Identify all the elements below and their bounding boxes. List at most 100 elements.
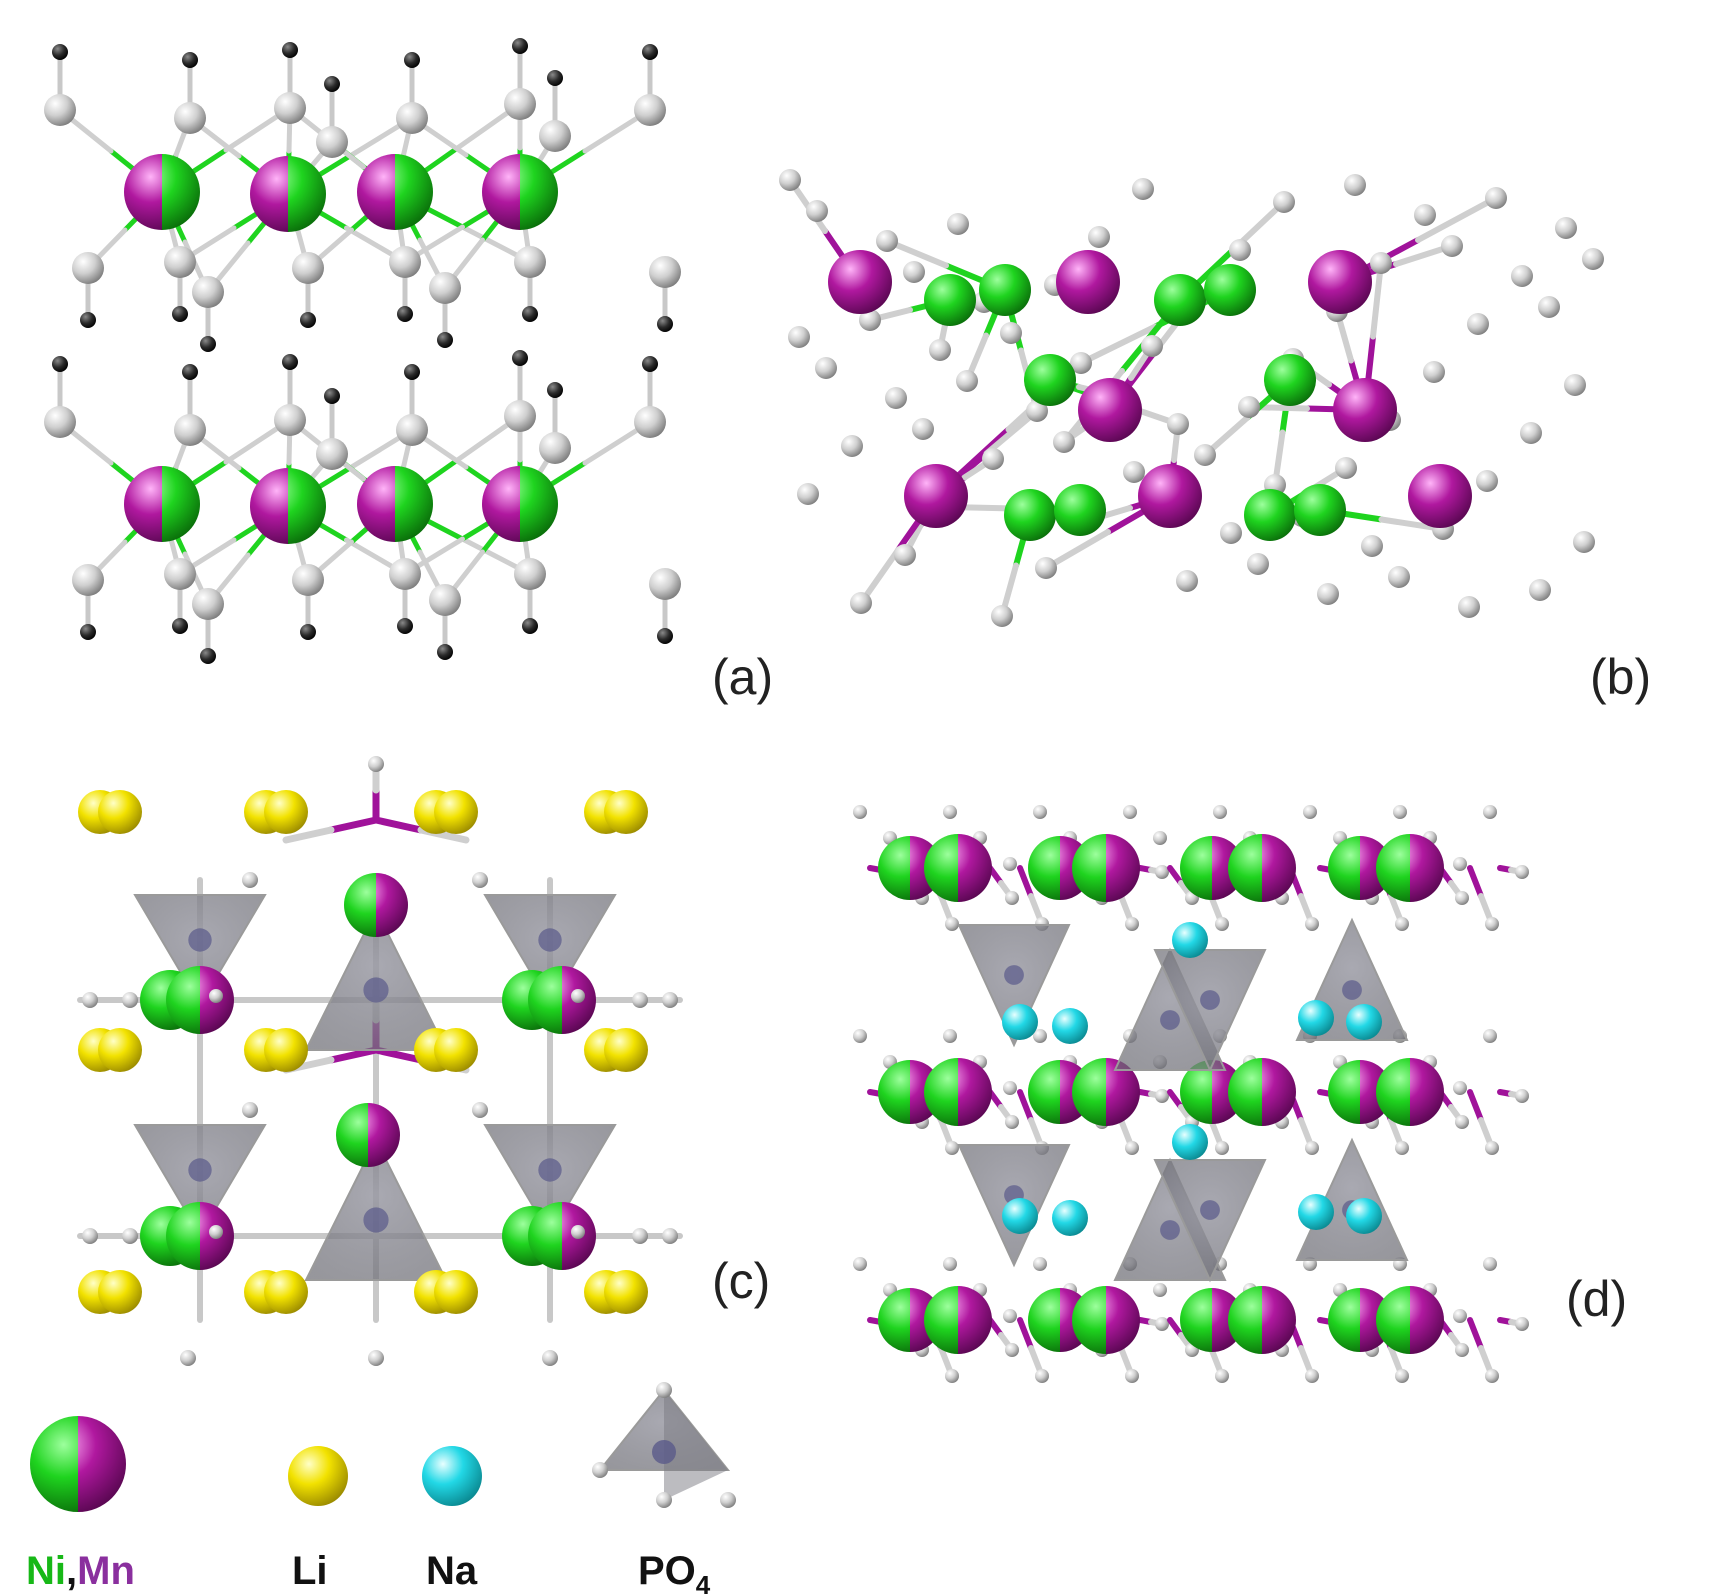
phosphorus-atom [538,928,562,952]
mn-half [1262,834,1296,902]
tetrahedron-face [957,924,1071,1048]
oxygen-atom [82,1228,98,1244]
bond [1370,260,1384,340]
oxygen-atom [634,406,666,438]
tetrahedron-face [1153,1159,1267,1283]
legend-na-label: Na [426,1549,478,1593]
ni-atom [1154,274,1206,326]
ni-half [1376,834,1410,902]
oxygen-atom [242,872,258,888]
po4-tetrahedron [133,894,267,1007]
li-atom [604,790,648,834]
po4-tetrahedron [1153,1159,1267,1283]
oxygen-atom [956,370,978,392]
oxygen-atom [1213,805,1227,819]
ni-mn-atom [30,1416,126,1512]
oxygen-atom [1176,570,1198,592]
ni-half [166,1202,200,1270]
mn-atom [1333,378,1397,442]
hydrogen-atom [397,306,413,322]
legend-separator: , [66,1549,77,1593]
po4-tetrahedron [304,907,448,1051]
bond [1415,195,1499,243]
mn-half [958,1286,992,1354]
mn-half [78,1416,126,1512]
oxygen-atom [1370,252,1392,274]
oxygen-atom [1467,313,1489,335]
oxygen-atom [1515,1089,1529,1103]
oxygen-atom [1455,1343,1469,1357]
ni-half [520,466,558,542]
hydrogen-atom [397,618,413,634]
hydrogen-atom [80,312,96,328]
hydrogen-atom [522,306,538,322]
ni-atom [1054,484,1106,536]
ni-half [878,1288,910,1352]
phosphorus-atom [1004,965,1024,985]
ni-half [30,1416,78,1512]
ni-half [1028,836,1060,900]
hydrogen-atom [512,38,528,54]
oxygen-atom [1035,557,1057,579]
bond [1467,1317,1484,1351]
na-atom [1052,1200,1088,1236]
oxygen-atom [1453,1081,1467,1095]
oxygen-atom [1215,1369,1229,1383]
ni-atom [1294,484,1346,536]
mn-half [1106,834,1140,902]
ni-half [1180,1060,1212,1124]
bond [1017,865,1034,899]
ni-half [288,156,326,232]
oxygen-atom [504,88,536,120]
ni-mn-atom [1228,1286,1296,1354]
ni-half [924,1286,958,1354]
hydrogen-atom [300,624,316,640]
oxygen-atom [649,568,681,600]
oxygen-atom [242,1102,258,1118]
oxygen-atom [571,1225,585,1239]
hydrogen-atom [300,312,316,328]
oxygen-atom [1453,857,1467,871]
hydrogen-atom [437,332,453,348]
oxygen-atom [292,252,324,284]
oxygen-atom [1238,396,1260,418]
oxygen-atom [1582,248,1604,270]
ni-atom [1264,354,1316,406]
ni-atom [1024,354,1076,406]
oxygen-atom [815,357,837,379]
po4-tetrahedron [1153,949,1267,1073]
ni-half [924,834,958,902]
hydrogen-atom [182,364,198,380]
oxygen-atom [1125,1369,1139,1383]
oxygen-atom [389,246,421,278]
oxygen-atom [1132,178,1154,200]
ni-half [395,154,433,230]
oxygen-atom [632,1228,648,1244]
oxygen-atom [1564,374,1586,396]
ni-half [1028,1288,1060,1352]
oxygen-atom [316,438,348,470]
ni-half [1228,1286,1262,1354]
po4-tetrahedron [483,1124,617,1237]
oxygen-atom [853,805,867,819]
oxygen-atom [982,448,1004,470]
tetrahedron-face [664,1390,728,1500]
mn-atom [1138,464,1202,528]
oxygen-atom [209,989,223,1003]
mn-atom [904,464,968,528]
legend-li-label: Li [292,1549,328,1593]
ni-mn-atom [250,468,326,544]
na-atom [1172,922,1208,958]
oxygen-atom [1511,265,1533,287]
oxygen-atom [1485,1369,1499,1383]
po4-tetrahedron [304,1137,448,1281]
hydrogen-atom [512,350,528,366]
mn-half [250,468,288,544]
oxygen-atom [174,102,206,134]
ni-mn-atom [1072,1058,1140,1126]
oxygen-atom [632,992,648,1008]
oxygen-atom [943,805,957,819]
oxygen-atom [945,1141,959,1155]
oxygen-atom [876,230,898,252]
